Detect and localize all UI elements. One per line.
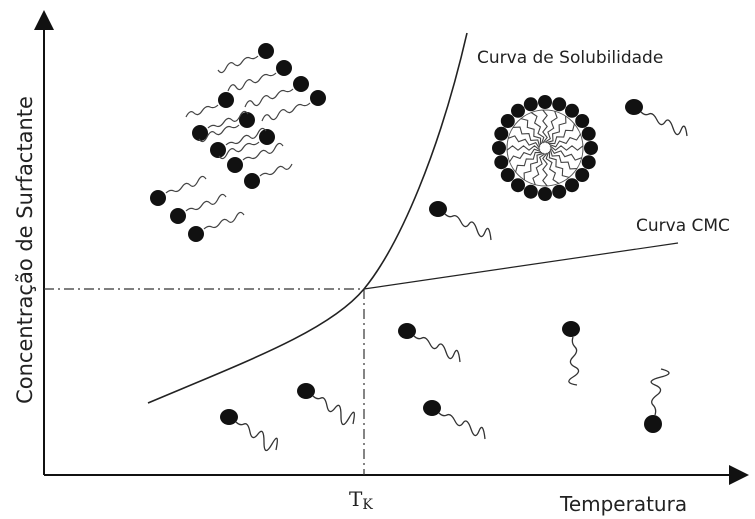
micelle-tail [542, 152, 548, 187]
x-axis-label: Temperatura [560, 492, 688, 516]
micelle-tail [547, 123, 575, 145]
monomer-bottom-right [644, 368, 670, 433]
micelle-head [538, 187, 552, 201]
micelle-head [494, 155, 509, 170]
micelle-head [511, 103, 525, 118]
cmc-curve-label: Curva CMC [636, 216, 730, 236]
micelle-tail [548, 150, 570, 178]
micelle-tail [532, 152, 546, 185]
krafft-point-label: TK [349, 487, 373, 513]
micelle-tail [549, 149, 578, 170]
micelle-tail [530, 112, 545, 145]
solubility-curve-label: Curva de Solubilidade [477, 48, 664, 68]
crystal-row-top [150, 43, 326, 242]
micelle-tail [512, 126, 541, 147]
micelle-tail [544, 111, 558, 144]
micelle-tail [545, 151, 560, 184]
micelle-head [511, 178, 525, 193]
micelle-head [575, 168, 590, 182]
micelle-head [492, 141, 506, 155]
micelle-tail [548, 133, 581, 148]
micelle-tail [506, 145, 541, 151]
micelle-head [565, 103, 579, 118]
micelle-head [500, 168, 515, 182]
micelle-head [552, 184, 567, 199]
micelle-tail [520, 118, 542, 146]
micelle-tail [508, 135, 541, 149]
micelle-head [538, 95, 552, 109]
y-axis-label: Concentração de Surfactante [13, 96, 37, 404]
micelle-outline [506, 109, 584, 187]
monomer-bottom-left [220, 409, 278, 452]
micelle-head [584, 141, 598, 155]
micelle-tail [515, 151, 543, 173]
micelle-head [575, 114, 590, 128]
cmc-curve [363, 242, 679, 290]
micelle-tail [509, 148, 542, 163]
micelle-tail [523, 152, 544, 181]
micelle-head [581, 126, 596, 141]
monomer-top-right [625, 99, 688, 137]
spherical-micelle [492, 95, 598, 201]
micelle-head [494, 126, 509, 141]
micelle-tail [542, 109, 548, 144]
micelle-head [552, 97, 567, 112]
micelle-tail [549, 145, 584, 151]
monomer-lower-center [398, 323, 461, 363]
micelle-tail [546, 115, 567, 144]
monomer-mid [429, 201, 492, 241]
krafft-point-main: T [349, 487, 363, 511]
micelle-head [565, 178, 579, 193]
micelle-head [500, 114, 515, 128]
micelle-head [523, 184, 538, 199]
monomer-right-vertical [562, 321, 580, 386]
micelle-tail [549, 147, 582, 161]
crystal-tails [165, 55, 311, 230]
lamellar-crystal [150, 43, 326, 242]
krafft-point-sub: K [362, 497, 373, 513]
micelle-head [581, 155, 596, 170]
monomer-bottom-center [423, 400, 486, 440]
monomer-bottom-mid [297, 383, 355, 426]
micelle-head [523, 97, 538, 112]
